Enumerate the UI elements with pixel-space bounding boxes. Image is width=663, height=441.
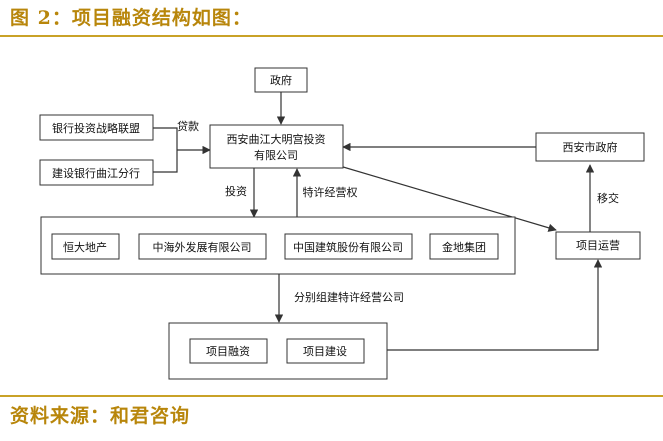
label-franchise: 特许经营权	[303, 185, 358, 199]
node-cscec: 中国建筑股份有限公司	[284, 233, 413, 260]
node-company-label-line1: 西安曲江大明宫投资	[227, 132, 326, 146]
top-rule	[0, 35, 663, 37]
label-spv: 分别组建特许经营公司	[294, 290, 404, 304]
node-ccb-qujiang-label: 建设银行曲江分行	[52, 166, 140, 180]
node-bank-alliance-label: 银行投资战略联盟	[52, 121, 140, 135]
node-zhonghai: 中海外发展有限公司	[138, 233, 267, 260]
node-project-build-label: 项目建设	[303, 344, 347, 358]
node-xian-gov-label: 西安市政府	[563, 140, 618, 154]
bottom-rule	[0, 395, 663, 397]
node-project-finance: 项目融资	[189, 338, 268, 364]
edge-company-to-project-ops	[332, 163, 557, 232]
node-cscec-label: 中国建筑股份有限公司	[293, 240, 403, 254]
node-government-label: 政府	[270, 73, 292, 87]
node-bank-alliance: 银行投资战略联盟	[39, 114, 154, 141]
node-project-ops-label: 项目运营	[576, 238, 620, 252]
node-company: 西安曲江大明宫投资 有限公司	[209, 124, 344, 169]
node-hengda: 恒大地产	[51, 233, 120, 260]
source-note: 资料来源：和君咨询	[10, 405, 191, 427]
node-company-label-line2: 有限公司	[254, 148, 298, 162]
node-jindi-label: 金地集团	[442, 240, 486, 254]
edge-project-build-to-ops	[387, 259, 603, 351]
node-project-ops: 项目运营	[555, 231, 641, 260]
figure-title: 图 2：项目融资结构如图：	[10, 7, 252, 29]
node-xian-gov: 西安市政府	[535, 132, 645, 162]
node-project-build: 项目建设	[286, 338, 365, 364]
edge-ccb-to-junction	[153, 150, 178, 173]
node-hengda-label: 恒大地产	[63, 240, 107, 254]
label-transfer: 移交	[597, 191, 619, 205]
label-loan: 贷款	[177, 119, 199, 133]
node-government: 政府	[254, 67, 308, 93]
label-invest: 投资	[225, 184, 247, 198]
node-zhonghai-label: 中海外发展有限公司	[153, 240, 252, 254]
node-jindi: 金地集团	[429, 233, 499, 260]
node-project-finance-label: 项目融资	[206, 345, 250, 358]
edge-bank-alliance-to-junction	[153, 127, 178, 150]
node-ccb-qujiang: 建设银行曲江分行	[39, 159, 154, 186]
